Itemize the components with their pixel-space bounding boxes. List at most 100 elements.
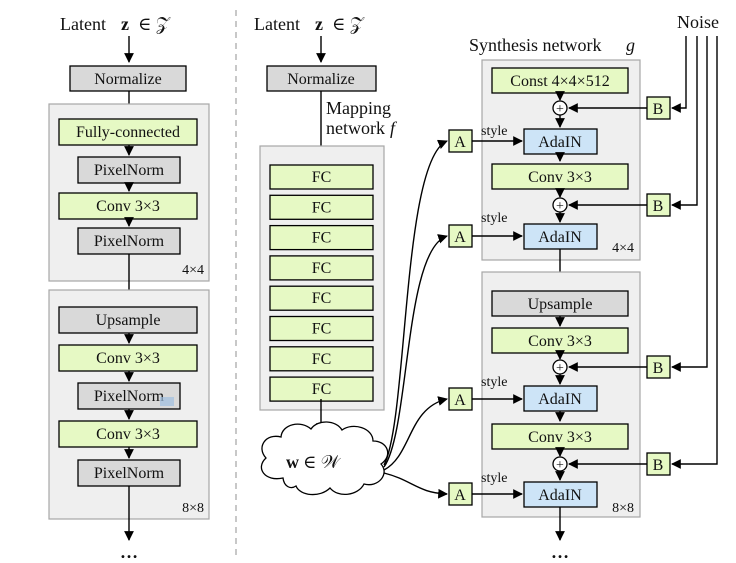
left-resolution-8x8: 8×8	[182, 501, 204, 516]
noise-b-1: B	[568, 96, 671, 120]
b-label-1: B	[653, 101, 664, 118]
fc-label-6: FC	[312, 321, 332, 338]
fc-box-8	[269, 376, 374, 402]
left-conv-box-1	[58, 192, 198, 220]
left-latent-set-symbol: ∈ 𝒵	[138, 14, 171, 34]
synth-conv-box-2	[491, 327, 629, 354]
mapping-network-label-1: Mapping	[326, 98, 391, 118]
synthesis-network-g-symbol: g	[626, 35, 635, 55]
adain-label-3: AdaIN	[538, 391, 582, 408]
noise-b-4: B	[568, 452, 671, 476]
style-a-3: A style	[448, 375, 523, 411]
left-conv-box-2	[58, 344, 198, 372]
left-selection-marker	[160, 397, 174, 406]
left-pixelnorm-label-1: PixelNorm	[94, 162, 165, 179]
left-fully-connected-label: Fully-connected	[76, 124, 180, 141]
style-a-1: A style	[448, 124, 523, 153]
synth-conv-label-1: Conv 3×3	[528, 169, 592, 186]
synth-conv-label-3: Conv 3×3	[528, 429, 592, 446]
b-label-4: B	[653, 457, 664, 474]
synth-ellipsis: …	[551, 542, 569, 562]
style-label-3: style	[481, 375, 507, 390]
style-label-2: style	[481, 211, 507, 226]
w-to-a-curve-3	[383, 396, 448, 471]
noise-b-2: B	[568, 193, 671, 217]
w-set-label: ∈ 𝒲	[303, 452, 342, 472]
right-latent-set-symbol: ∈ 𝒵	[332, 14, 365, 34]
fc-label-4: FC	[312, 260, 332, 277]
right-normalize-box	[266, 65, 377, 92]
adain-label-2: AdaIN	[538, 229, 582, 246]
synth-upsample-label: Upsample	[528, 296, 593, 313]
synthesis-network-label: Synthesis network	[469, 35, 602, 55]
right-latent-text: Latent	[254, 14, 300, 34]
style-a-2: A style	[448, 211, 523, 248]
w-to-a-curve-1	[383, 139, 448, 466]
fc-label-1: FC	[312, 169, 332, 186]
left-pixelnorm-label-2: PixelNorm	[94, 233, 165, 250]
left-latent-z-symbol: z	[121, 14, 129, 34]
mapping-network-label-2: network	[326, 118, 385, 138]
adain-box-3	[523, 385, 598, 412]
adain-label-4: AdaIN	[538, 487, 582, 504]
right-latent-z-symbol: z	[315, 14, 323, 34]
traditional-generator: Latent z ∈ 𝒵 Normalize Fully-connected P…	[48, 14, 210, 562]
left-ellipsis: …	[120, 542, 138, 562]
fc-box-2	[269, 194, 374, 220]
fc-box-6	[269, 315, 374, 342]
noise-line-1	[671, 36, 687, 113]
a-label-3: A	[454, 392, 466, 409]
synth-conv-label-2: Conv 3×3	[528, 333, 592, 350]
w-symbol: w	[286, 452, 299, 472]
a-label-2: A	[454, 229, 466, 246]
fc-box-3	[269, 224, 374, 251]
left-pixelnorm-label-4: PixelNorm	[94, 465, 165, 482]
synth-resolution-8x8: 8×8	[612, 501, 634, 516]
fc-box-4	[269, 255, 374, 281]
left-pixelnorm-label-3: PixelNorm	[94, 388, 165, 405]
left-pixelnorm-box-4	[77, 459, 181, 487]
noise-line-3	[671, 36, 708, 372]
noise-line-2	[671, 36, 698, 210]
b-label-2: B	[653, 198, 664, 215]
style-based-generator: Latent z ∈ 𝒵 Normalize Mapping network f…	[254, 12, 719, 562]
left-pixelnorm-box-2	[77, 227, 181, 255]
fc-label-8: FC	[312, 381, 332, 398]
left-latent-label: Latent z ∈ 𝒵	[60, 14, 171, 34]
style-a-4: A style	[448, 471, 523, 506]
left-normalize-box	[69, 65, 187, 92]
left-latent-text: Latent	[60, 14, 106, 34]
fc-box-1	[269, 164, 374, 190]
const-box	[491, 67, 629, 94]
fc-label-7: FC	[312, 351, 332, 368]
w-cloud	[260, 421, 389, 496]
adain-box-1	[523, 128, 598, 155]
left-conv-label-3: Conv 3×3	[96, 426, 160, 443]
left-conv-label-1: Conv 3×3	[96, 198, 160, 215]
style-label-4: style	[481, 471, 507, 486]
fc-label-3: FC	[312, 230, 332, 247]
left-upsample-box	[58, 306, 198, 334]
left-conv-box-3	[58, 420, 198, 448]
noise-label: Noise	[677, 12, 719, 32]
left-upsample-label: Upsample	[96, 312, 161, 329]
mapping-network-f-symbol: f	[390, 118, 398, 138]
adain-label-1: AdaIN	[538, 134, 582, 151]
w-to-a-curve-2	[383, 234, 448, 468]
right-normalize-label: Normalize	[287, 71, 355, 88]
synth-conv-box-3	[491, 423, 629, 450]
fc-label-2: FC	[312, 199, 332, 216]
a-label-4: A	[454, 487, 466, 504]
plus-node-1-symbol: +	[556, 102, 564, 117]
fc-box-5	[269, 285, 374, 311]
w-to-a-curve-4	[383, 472, 448, 499]
b-label-3: B	[653, 360, 664, 377]
synth-resolution-4x4: 4×4	[612, 241, 634, 256]
plus-node-2-symbol: +	[556, 199, 564, 214]
noise-b-3: B	[568, 355, 671, 379]
plus-node-3-symbol: +	[556, 361, 564, 376]
style-label-1: style	[481, 124, 507, 139]
left-resolution-4x4: 4×4	[182, 263, 204, 278]
